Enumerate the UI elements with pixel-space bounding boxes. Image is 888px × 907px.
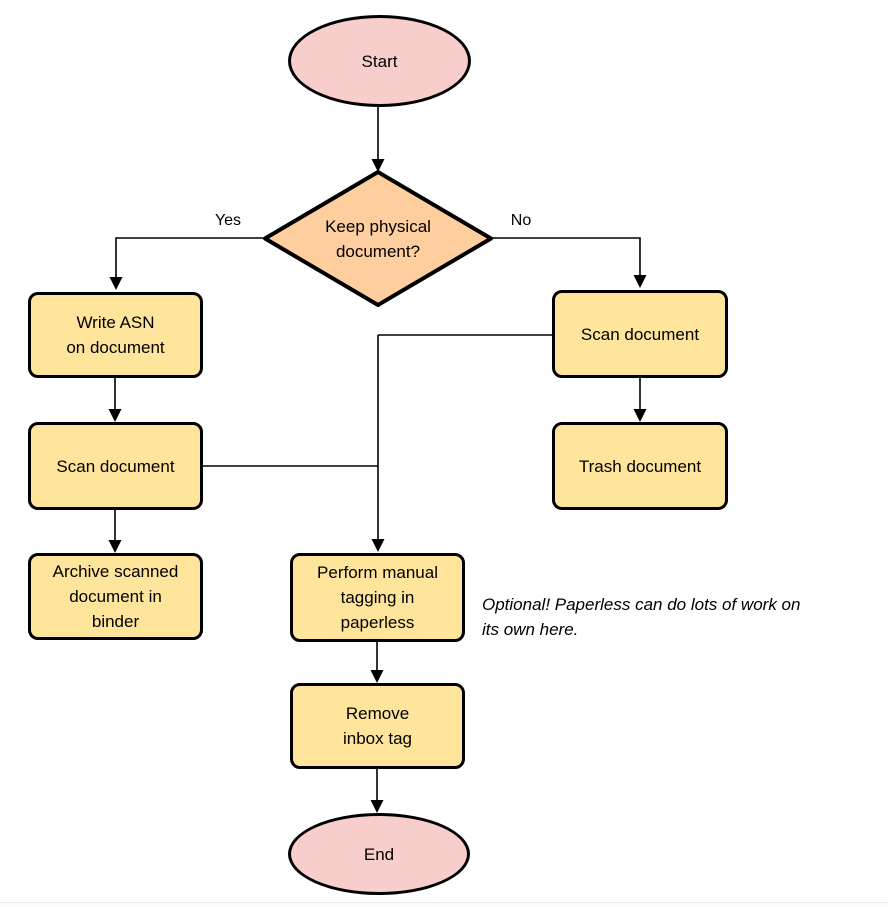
- archive-scanned-node: Archive scanned document in binder: [28, 553, 203, 640]
- write-asn-node: Write ASN on document: [28, 292, 203, 378]
- manual-tagging-node: Perform manual tagging in paperless: [290, 553, 465, 642]
- scan-document-right-node: Scan document: [552, 290, 728, 378]
- scan-document-left-node: Scan document: [28, 422, 203, 510]
- arrowhead: [109, 277, 123, 290]
- arrowhead: [108, 409, 122, 422]
- arrowhead: [371, 539, 385, 552]
- arrowhead: [370, 670, 384, 683]
- decision-node-shape: [263, 170, 493, 307]
- arrowhead: [108, 540, 122, 553]
- end-node: End: [288, 813, 470, 895]
- edge-label-no: No: [510, 212, 532, 229]
- decision-node-label: Keep physical document?: [325, 216, 431, 261]
- arrowhead: [371, 159, 385, 172]
- edge-decision-no: [492, 237, 641, 275]
- remove-inbox-tag-node: Remove inbox tag: [290, 683, 465, 769]
- trash-document-node: Trash document: [552, 422, 728, 510]
- start-node: Start: [288, 15, 471, 107]
- edge-decision-yes: [115, 237, 265, 277]
- edge-label-yes: Yes: [214, 212, 242, 229]
- page-bottom-strip: [0, 903, 888, 907]
- arrowhead: [633, 409, 647, 422]
- arrowhead: [633, 275, 647, 288]
- optional-note: Optional! Paperless can do lots of work …: [482, 595, 801, 639]
- arrowhead: [370, 800, 384, 813]
- page-bottom-divider: [0, 902, 888, 903]
